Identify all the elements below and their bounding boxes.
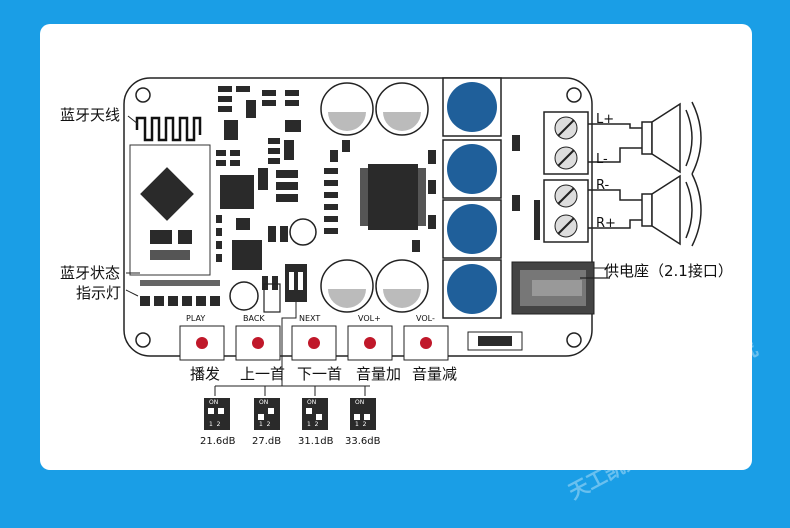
- smd-part: [150, 230, 172, 244]
- label-right-plus: R+: [596, 216, 616, 231]
- amp-ic-pins: [360, 168, 426, 226]
- dc-jack: [511, 261, 610, 315]
- amp-ic: [368, 164, 418, 230]
- gain-dip-positions: [208, 408, 370, 420]
- caption-back: 上一首: [240, 365, 286, 383]
- gain-1-pins: 1 2: [209, 421, 221, 428]
- dip-lever: [298, 272, 303, 290]
- gain-2-pins: 1 2: [259, 421, 271, 428]
- dip-lever: [289, 272, 294, 290]
- cap-round: [229, 281, 259, 311]
- mount-hole: [566, 332, 582, 348]
- screw-terminal-right: [543, 179, 589, 243]
- caption-next: 下一首: [297, 365, 343, 383]
- smd-part: [150, 250, 190, 260]
- silk-play: PLAY: [186, 314, 206, 323]
- label-power-jack: 供电座（2.1接口）: [604, 262, 733, 280]
- gain-1-value: 21.6dB: [200, 436, 236, 447]
- caption-play: 播发: [190, 365, 221, 383]
- gain-3-on: ON: [307, 399, 317, 406]
- bt-module: [129, 144, 211, 276]
- smd-part: [178, 230, 192, 244]
- status-led-row: [140, 280, 220, 306]
- gain-4-on: ON: [355, 399, 365, 406]
- cap-round: [289, 218, 317, 246]
- resistor-column: [324, 140, 436, 252]
- speaker-left: [641, 101, 702, 175]
- gain-dip-boxes: [204, 398, 376, 430]
- mount-hole: [566, 87, 582, 103]
- leader-lines: [125, 115, 610, 396]
- silk-vol-up: VOL+: [358, 314, 381, 323]
- header-pins: [263, 283, 281, 313]
- gain-dip-levers: [208, 408, 370, 420]
- gain-4-pins: 1 2: [355, 421, 367, 428]
- cap-shading: [328, 112, 421, 308]
- board-buttons: [179, 325, 449, 361]
- gain-dip-switch: [285, 264, 307, 302]
- bottom-resistor-body: [478, 336, 512, 346]
- caption-vol-down: 音量减: [412, 365, 458, 383]
- smd-cluster: [216, 86, 301, 290]
- silk-back: BACK: [243, 314, 265, 323]
- label-left-minus: L-: [596, 152, 608, 167]
- speaker-wires: [588, 123, 645, 229]
- silk-next: NEXT: [299, 314, 321, 323]
- silk-vol-down: VOL-: [416, 314, 435, 323]
- gain-3-value: 31.1dB: [298, 436, 334, 447]
- electrolytic-caps: [320, 82, 429, 313]
- gain-3-pins: 1 2: [307, 421, 319, 428]
- caption-vol-up: 音量加: [356, 365, 402, 383]
- label-left-plus: L+: [596, 112, 615, 127]
- label-bt-status-2: 指示灯: [76, 284, 122, 302]
- side-smd: [512, 135, 540, 240]
- gain-4-value: 33.6dB: [345, 436, 381, 447]
- mount-hole: [135, 332, 151, 348]
- label-right-minus: R-: [596, 178, 610, 193]
- label-bt-antenna: 蓝牙天线: [60, 106, 121, 124]
- gain-1-on: ON: [209, 399, 219, 406]
- bt-chip: [140, 167, 194, 221]
- gain-2-value: 27.dB: [252, 436, 282, 447]
- gain-2-on: ON: [259, 399, 269, 406]
- speaker-right: [641, 173, 702, 247]
- inductors: [442, 77, 502, 319]
- mount-hole: [135, 87, 151, 103]
- bt-antenna-trace: [135, 116, 202, 142]
- label-bt-status-1: 蓝牙状态: [60, 264, 121, 282]
- screw-terminal-left: [543, 111, 589, 175]
